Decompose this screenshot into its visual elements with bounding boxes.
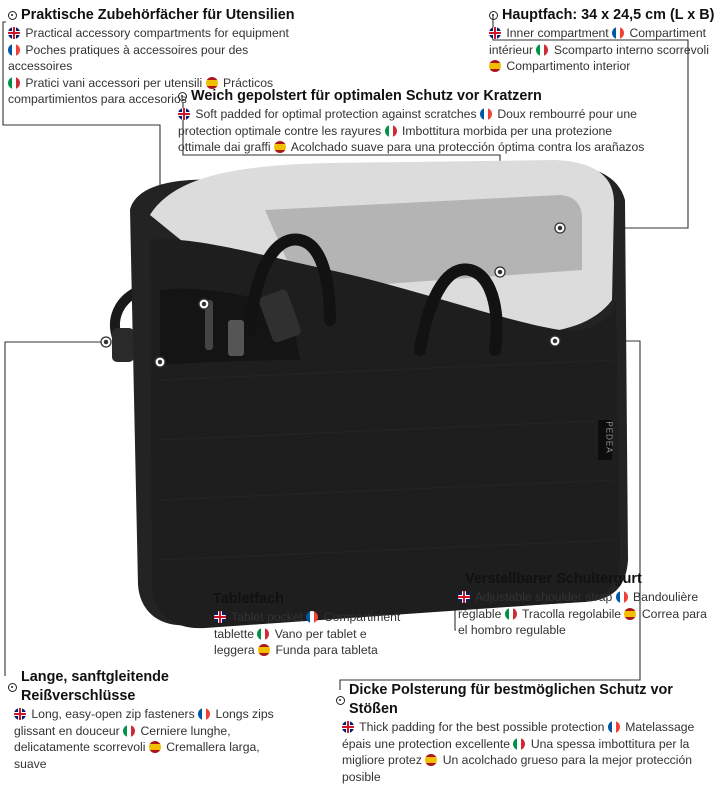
callout-markers	[100, 222, 566, 368]
text-fr: Compartiment intérieur	[489, 26, 707, 57]
text-fr: Compartiment tablette	[214, 610, 401, 641]
text-it: Vano per tablet e leggera	[214, 626, 367, 658]
callout-zip-fasteners: Lange, sanftgleitende Reißverschlüsse Lo…	[8, 668, 278, 772]
uk-flag-icon	[214, 611, 226, 623]
bullet-icon	[489, 11, 498, 20]
callout-shoulder-strap: Verstellbarer Schultergurt Adjustable sh…	[452, 570, 712, 639]
tablet-device	[265, 195, 582, 290]
text-en: Thick padding for the best possible prot…	[359, 720, 605, 734]
es-flag-icon	[489, 60, 501, 72]
callout-title: Hauptfach: 34 x 24,5 cm (L x B)	[502, 7, 715, 23]
it-flag-icon	[123, 724, 136, 737]
text-es: Acolchado suave para una protección ópti…	[290, 140, 645, 154]
es-flag-icon	[205, 76, 218, 89]
text-it: Tracolla regolabile	[521, 606, 622, 621]
bullet-icon	[8, 11, 17, 20]
uk-flag-icon	[489, 27, 501, 39]
uk-flag-icon	[458, 591, 470, 603]
text-it: Scomparto interno scorrevoli	[553, 42, 709, 57]
text-en: Tablet pocket	[231, 610, 303, 624]
text-en: Adjustable shoulder strap	[474, 590, 613, 604]
it-flag-icon	[257, 627, 270, 640]
fr-flag-icon	[198, 708, 211, 720]
es-flag-icon	[148, 741, 161, 753]
text-en: Long, easy-open zip fasteners	[31, 707, 195, 721]
bullet-icon	[452, 575, 461, 584]
text-en: Practical accessory compartments for equ…	[25, 26, 289, 40]
uk-flag-icon	[342, 721, 354, 733]
text-es: Prácticos compartimientos para accesorio…	[8, 75, 274, 107]
it-flag-icon	[536, 43, 549, 56]
fr-flag-icon	[306, 611, 319, 623]
it-flag-icon	[513, 737, 526, 750]
uk-flag-icon	[14, 708, 26, 720]
pen	[205, 300, 213, 350]
callout-accessories: Praktische Zubehörfächer für Utensilien …	[8, 6, 308, 108]
text-fr: Longs zips glissant en douceur	[14, 707, 274, 738]
callout-soft-padding: Weich gepolstert für optimalen Schutz vo…	[178, 87, 648, 156]
fr-flag-icon	[615, 591, 628, 603]
brand-label: PEDEA	[604, 421, 614, 454]
callout-main-compartment: Hauptfach: 34 x 24,5 cm (L x B) Inner co…	[489, 6, 717, 75]
text-fr: Bandoulière réglable	[458, 590, 699, 621]
text-en: Soft padded for optimal protection again…	[195, 107, 477, 121]
bullet-icon	[8, 682, 17, 692]
carry-handles	[244, 233, 503, 356]
text-fr: Poches pratiques à accessoires pour des …	[8, 42, 249, 74]
bullet-icon	[200, 595, 209, 604]
text-it: Pratici vani accessori per utensili	[25, 75, 203, 90]
text-es: Compartimento interior	[506, 59, 631, 73]
callout-title: Weich gepolstert für optimalen Schutz vo…	[191, 88, 542, 104]
text-en: Inner compartment	[506, 26, 609, 40]
fr-flag-icon	[479, 108, 492, 120]
fr-flag-icon	[612, 27, 625, 39]
uk-flag-icon	[8, 27, 20, 39]
usb-stick	[228, 320, 244, 356]
es-flag-icon	[624, 607, 637, 620]
smartphone	[259, 289, 301, 343]
text-es: Correa para el hombro regulable	[458, 606, 707, 638]
callout-title: Tabletfach	[213, 591, 284, 607]
callout-thick-padding: Dicke Polsterung für bestmöglichen Schut…	[336, 681, 720, 785]
it-flag-icon	[8, 76, 20, 89]
text-fr: Doux rembourré pour une protection optim…	[178, 107, 637, 138]
callout-title: Praktische Zubehörfächer für Utensilien	[21, 7, 295, 23]
bullet-icon	[178, 92, 187, 101]
bullet-icon	[336, 695, 345, 705]
it-flag-icon	[384, 124, 397, 137]
callout-title: Dicke Polsterung für bestmöglichen Schut…	[349, 682, 673, 717]
es-flag-icon	[273, 141, 286, 153]
fr-flag-icon	[8, 43, 20, 56]
brand-tag	[598, 420, 612, 460]
callout-title: Verstellbarer Schultergurt	[465, 571, 642, 587]
fr-flag-icon	[607, 721, 620, 733]
callout-tablet-pocket: Tabletfach Tablet pocket Compartiment ta…	[200, 590, 410, 659]
es-flag-icon	[258, 644, 271, 656]
text-it: Imbottitura morbida per una protezione o…	[178, 123, 613, 155]
uk-flag-icon	[178, 108, 190, 120]
bag-illustration	[2, 14, 689, 690]
text-es: Funda para tableta	[275, 643, 378, 657]
callout-title: Lange, sanftgleitende Reißverschlüsse	[21, 669, 169, 704]
it-flag-icon	[504, 607, 517, 620]
es-flag-icon	[425, 754, 438, 766]
